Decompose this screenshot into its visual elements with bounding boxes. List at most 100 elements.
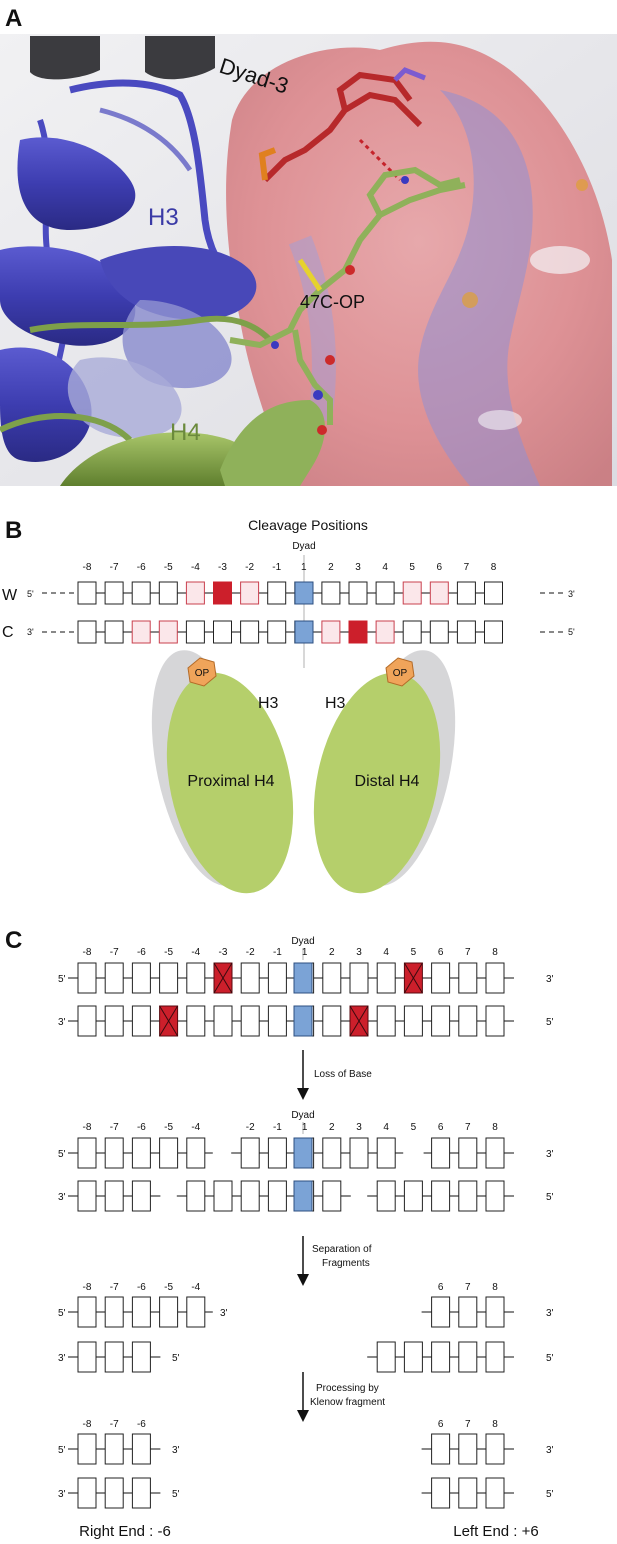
step4-left-top-5: 5'	[58, 1445, 66, 1456]
step3-right-top-3: 3'	[546, 1308, 554, 1319]
distal-op-hexagon	[385, 657, 415, 687]
step3-right-bottom-5: 5'	[546, 1353, 554, 1364]
nucleotide--3	[213, 1180, 233, 1212]
nucleotide-8	[484, 620, 503, 644]
position-label--6: -6	[137, 947, 146, 958]
nucleotide--8	[77, 1180, 97, 1212]
step1-bottom-strand	[68, 1005, 514, 1037]
nucleotide--7	[104, 1005, 124, 1037]
dyad-base	[294, 581, 314, 605]
position-label--8: -8	[83, 1419, 92, 1430]
crick-strand-label: C	[2, 624, 14, 641]
nucleotide-5	[402, 581, 422, 605]
step4-left-labels: -8-7-6	[83, 1419, 147, 1430]
position-label-5: 5	[411, 1122, 417, 1133]
nucleotide-7	[458, 1180, 478, 1212]
nucleotide-4	[376, 1180, 396, 1212]
nucleotide-8	[485, 1341, 505, 1373]
nucleotide--7	[104, 1341, 124, 1373]
arrow-separation-label-1: Separation of	[312, 1244, 372, 1255]
position-label-4: 4	[382, 562, 388, 573]
h3-loop	[99, 107, 193, 172]
position-label--3: -3	[219, 947, 228, 958]
nucleotide-3	[349, 962, 369, 994]
nucleotide-4	[375, 581, 395, 605]
nucleotide-2	[322, 1005, 342, 1037]
position-label-6: 6	[438, 1122, 444, 1133]
position-label--2: -2	[245, 562, 254, 573]
h4-helix	[60, 432, 259, 486]
position-label-6: 6	[437, 562, 443, 573]
nucleotide--8	[77, 962, 97, 994]
nucleotide--8	[77, 1477, 97, 1509]
position-label--7: -7	[110, 1282, 119, 1293]
position-label-7: 7	[465, 1122, 471, 1133]
position-label-7: 7	[464, 562, 470, 573]
nucleotide-2	[322, 962, 342, 994]
position-label-1: 1	[302, 947, 308, 958]
panel-a-structure: A Dyad-3 H3 H4 47C-OP	[0, 5, 617, 486]
nucleotide--8	[77, 581, 97, 605]
nucleotide--3	[213, 581, 232, 605]
dna-groove-blue	[418, 90, 540, 486]
position-label--8: -8	[83, 947, 92, 958]
position-label-3: 3	[355, 562, 361, 573]
nucleotide--6	[131, 581, 151, 605]
nucleotide-8	[485, 1477, 505, 1509]
step4-left-bottom-5: 5'	[172, 1489, 180, 1500]
step3-fragments	[68, 1296, 514, 1373]
position-label-8: 8	[492, 1122, 498, 1133]
position-label-1: 1	[301, 562, 307, 573]
nucleotide--6	[131, 1341, 151, 1373]
position-label--8: -8	[83, 1282, 92, 1293]
phosphate-spot	[462, 292, 478, 308]
op-ligand-stick	[229, 166, 466, 435]
position-label--5: -5	[164, 1282, 173, 1293]
nucleotide--5	[159, 962, 179, 994]
nucleotide--6	[131, 1477, 151, 1509]
nucleotide--7	[104, 1137, 124, 1169]
watson-right-end: 3'	[568, 589, 575, 599]
nucleotide--6	[131, 620, 151, 644]
arrow-klenow-label-2: Klenow fragment	[310, 1397, 385, 1408]
position-label--6: -6	[137, 1419, 146, 1430]
position-label-2: 2	[329, 1122, 335, 1133]
step1-dyad-label: Dyad	[291, 936, 314, 947]
position-label--4: -4	[191, 562, 200, 573]
nucleotide-6	[431, 1341, 451, 1373]
nucleotide--7	[104, 962, 124, 994]
nucleotide--1	[267, 1180, 287, 1212]
nucleotide--4	[186, 962, 206, 994]
abasic-cross	[159, 1005, 179, 1037]
position-label-8: 8	[492, 947, 498, 958]
nucleotide-7	[458, 1005, 478, 1037]
position-label-6: 6	[438, 1282, 444, 1293]
watson-strand-label: W	[2, 587, 18, 604]
step3-left-bottom-5: 5'	[172, 1353, 180, 1364]
nucleotide-7	[458, 1477, 478, 1509]
position-label--6: -6	[137, 1282, 146, 1293]
dyad-base	[294, 620, 314, 644]
nucleotide--4	[186, 1180, 206, 1212]
phosphate-spot	[576, 179, 588, 191]
h3-helix	[0, 347, 92, 462]
nucleotide-6	[431, 962, 451, 994]
nucleotide--1	[267, 1137, 287, 1169]
nucleotide-stick	[258, 67, 426, 183]
position-label--7: -7	[110, 947, 119, 958]
step1-bottom-right-end: 5'	[546, 1017, 554, 1028]
panel-a-label: A	[5, 5, 22, 32]
nucleotide--8	[77, 1296, 97, 1328]
nucleotide--7	[104, 620, 124, 644]
nucleotide-6	[431, 1005, 451, 1037]
step4-fragments	[68, 1433, 514, 1509]
position-label--1: -1	[273, 1122, 282, 1133]
position-label--4: -4	[191, 1122, 200, 1133]
position-label-2: 2	[328, 562, 334, 573]
step2-bottom-left-end: 3'	[58, 1192, 66, 1203]
step1-top-right-end: 3'	[546, 974, 554, 985]
nucleotide-3	[349, 1137, 369, 1169]
step4-left-top-3: 3'	[172, 1445, 180, 1456]
h3-helix	[17, 137, 136, 230]
